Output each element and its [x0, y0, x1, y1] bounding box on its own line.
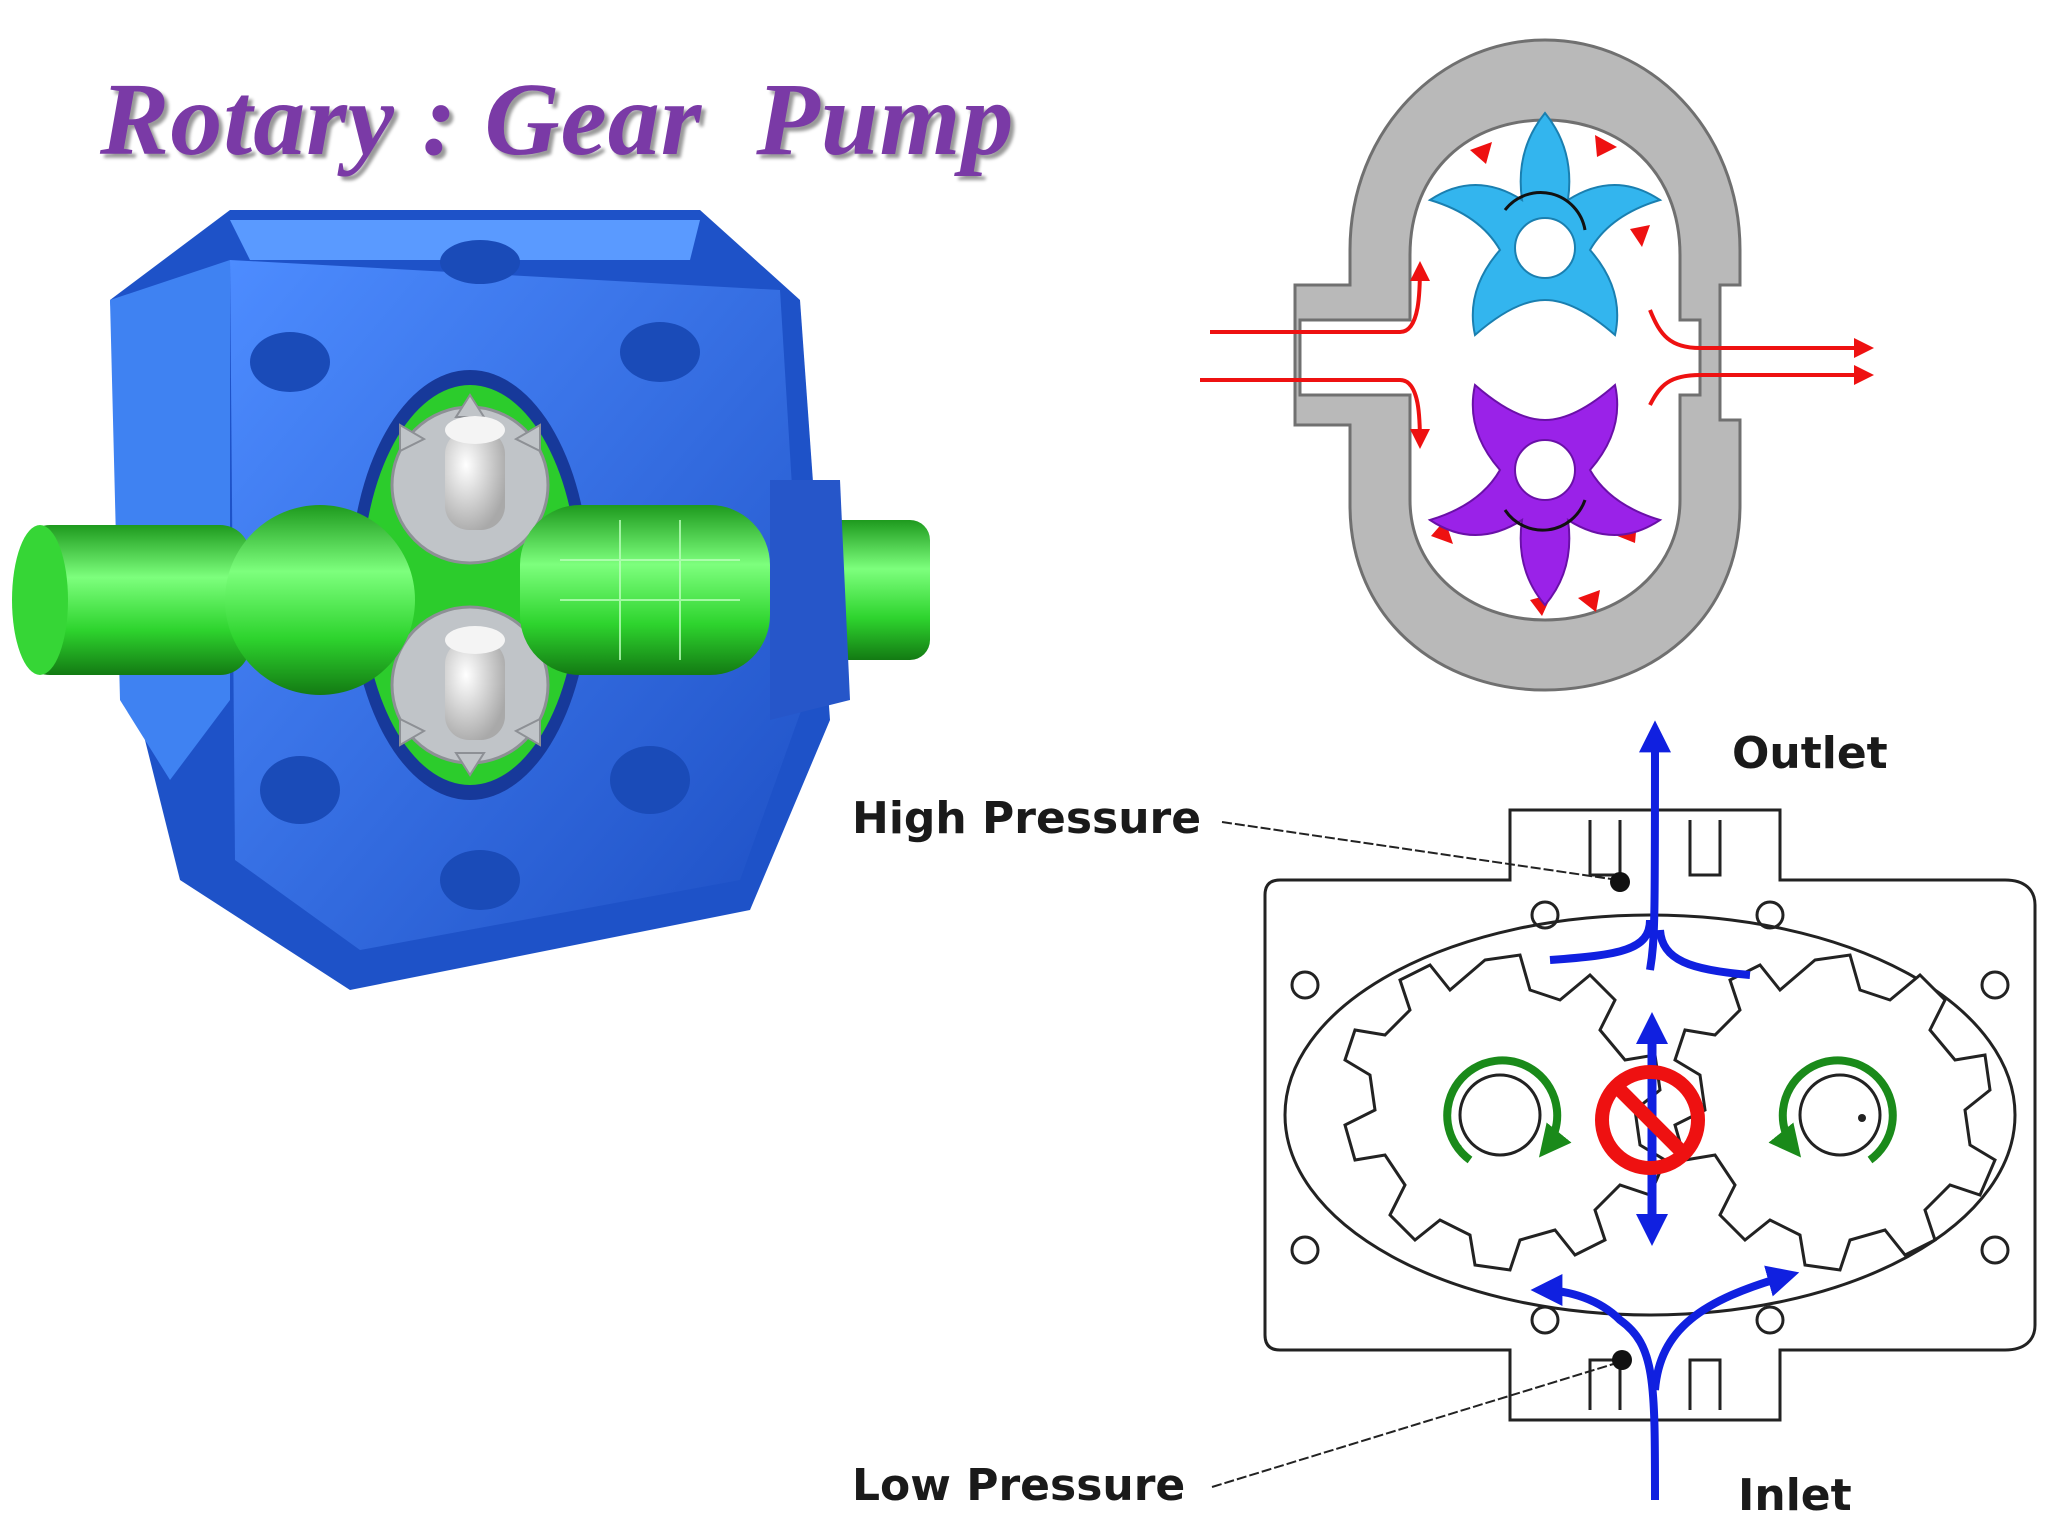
low-pressure-point: [1612, 1350, 1632, 1370]
gear-pump-3d-illustration: [12, 210, 930, 990]
gear-pump-flow-diagram: [1200, 38, 1874, 692]
high-pressure-label: High Pressure: [852, 793, 1201, 844]
inlet-flow-arrow-left: [1530, 1274, 1659, 1501]
rotation-arrow-left: [1443, 1056, 1572, 1164]
gear-chamber: [1283, 913, 2017, 1317]
low-pressure-leader-line: [1211, 1361, 1621, 1488]
low-pressure-label: Low Pressure: [852, 1460, 1185, 1511]
rotation-arrow-bottom: [1503, 499, 1587, 532]
high-pressure-point: [1610, 872, 1630, 892]
outlet-flow-arrow-top: [1648, 309, 1874, 358]
pump-housing-outline: [1263, 808, 2037, 1422]
inlet-flow-arrow-bottom: [1200, 378, 1430, 449]
rotation-arrow-right: [1768, 1056, 1897, 1164]
slide-title: Rotary : Gear Pump: [100, 62, 1015, 177]
rotation-arrow-top: [1503, 191, 1587, 231]
fluid-pocket-arrows: [1431, 135, 1650, 616]
pressure-diagram: Outlet Inlet High Pressure Low Pressure: [852, 720, 2037, 1521]
outlet-label: Outlet: [1732, 728, 1888, 779]
outlet-flow-arrow: [1638, 720, 1671, 971]
high-pressure-leader-line: [1221, 821, 1619, 881]
inlet-flow-arrow-right: [1651, 1265, 1800, 1391]
inlet-flow-arrow-top: [1280, 261, 1430, 334]
inlet-label: Inlet: [1738, 1470, 1852, 1521]
no-flow-icon: [1595, 1065, 1705, 1175]
outlet-flow-arrow-bottom: [1648, 365, 1874, 406]
